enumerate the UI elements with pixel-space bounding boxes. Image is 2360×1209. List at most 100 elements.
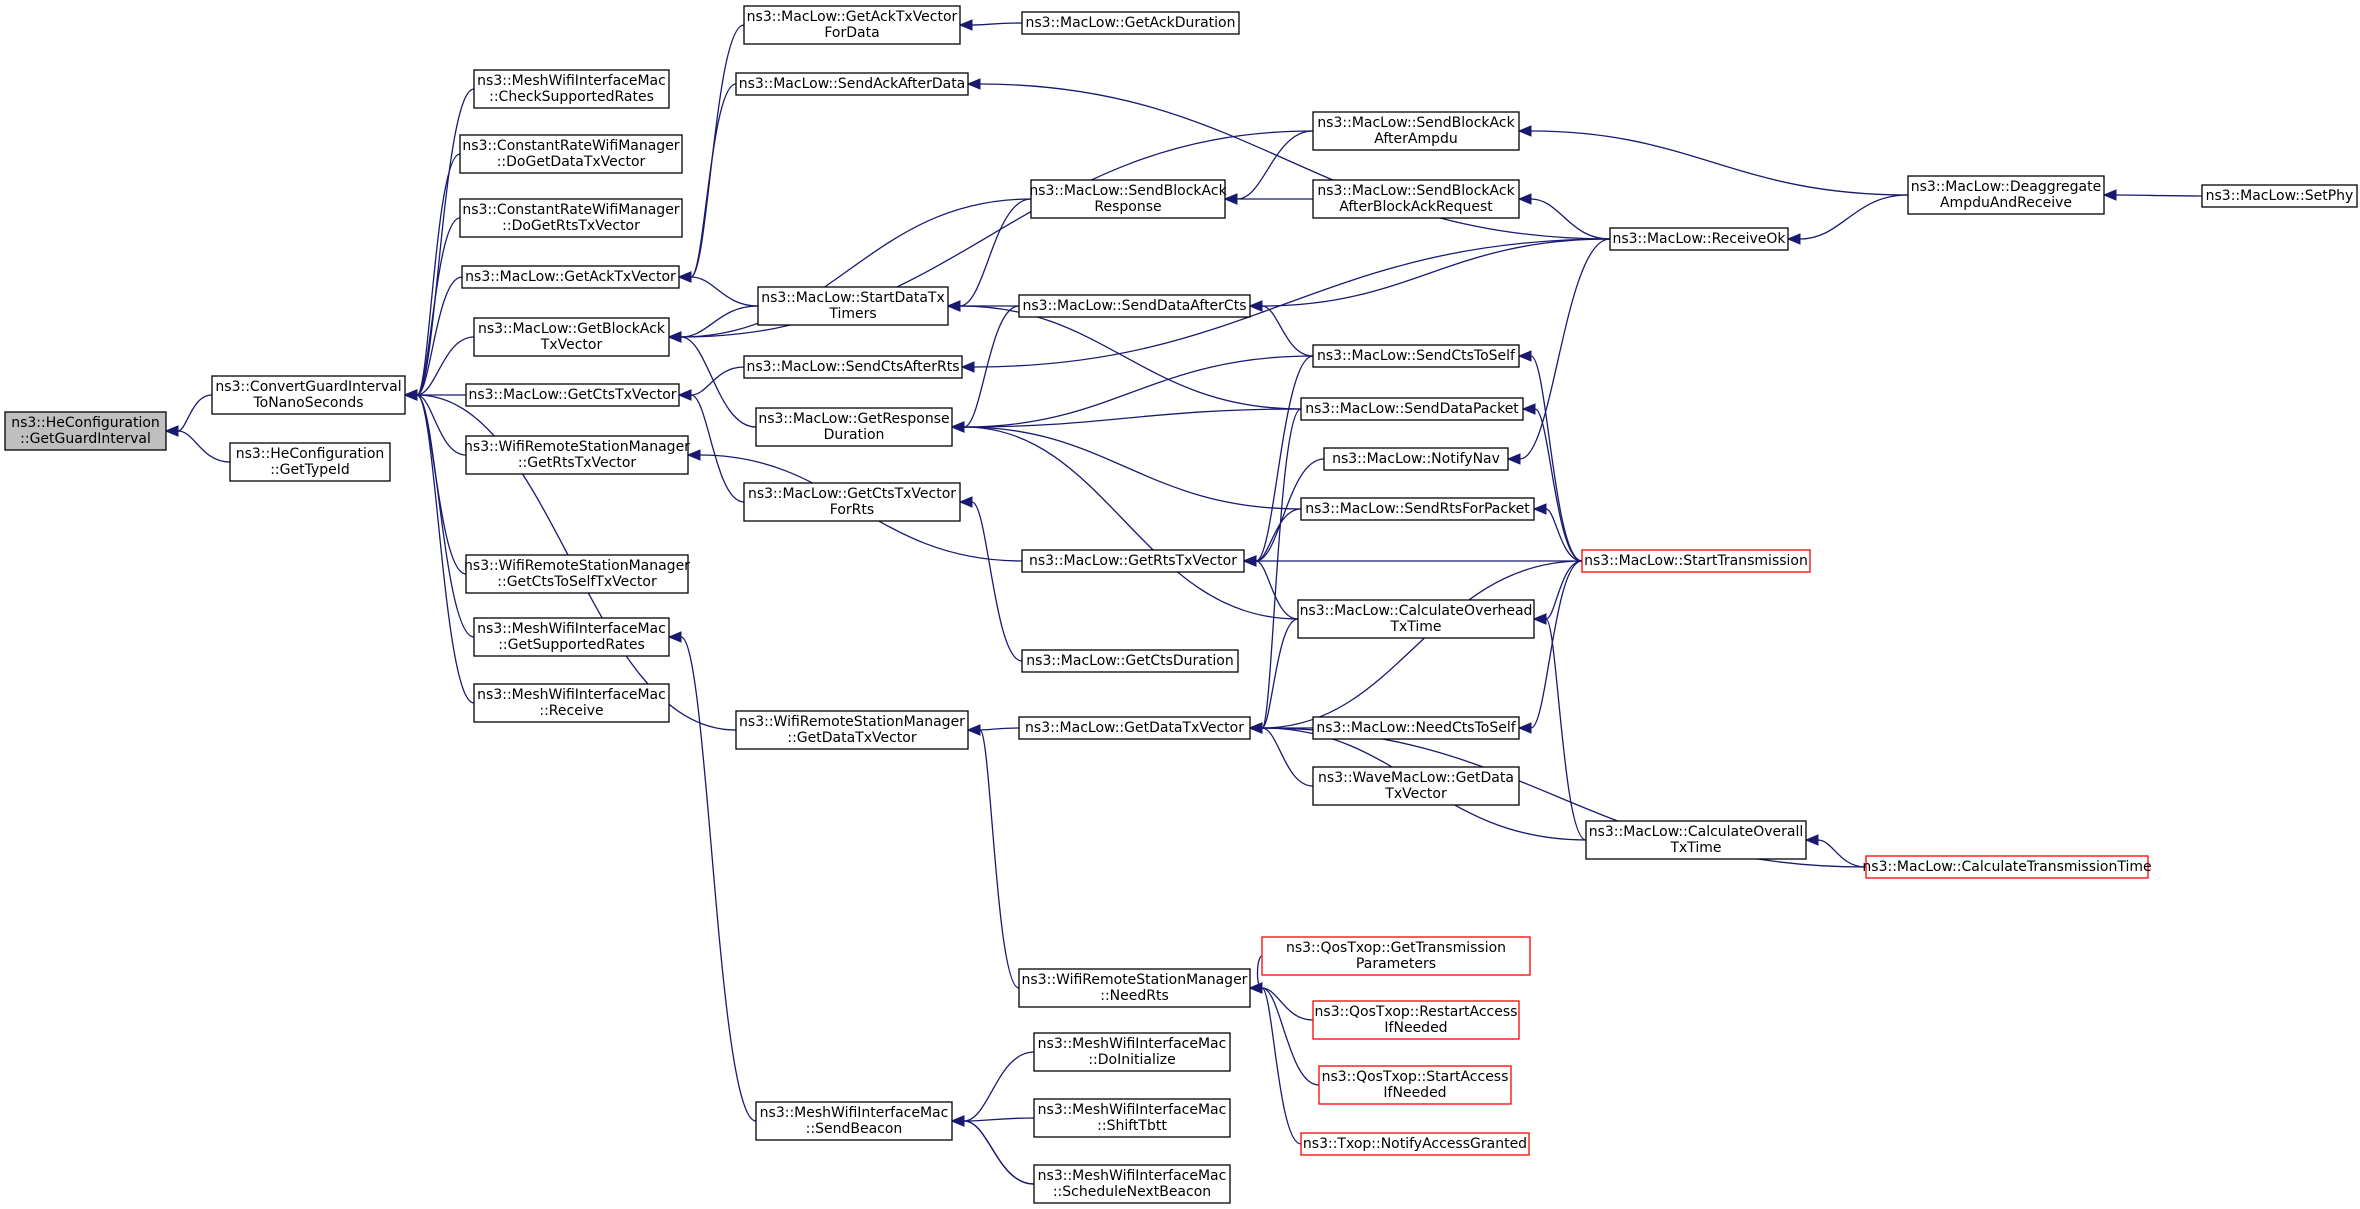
node-getCtsTx[interactable]: ns3::MacLow::GetCtsTxVector (465, 383, 680, 407)
node-label-ctsForRts-line-0: ns3::MacLow::GetCtsTxVector (748, 486, 956, 502)
arrowhead-sendCtsToSelf-to-sendDataAfterCts (1248, 300, 1263, 312)
node-calcTransTime[interactable]: ns3::MacLow::CalculateTransmissionTime (1862, 855, 2152, 879)
node-box-sendCtsToSelf (1312, 344, 1520, 368)
node-box-qosStart (1318, 1065, 1512, 1105)
node-label-meshShift-line-1: ::ShiftTbtt (1097, 1118, 1167, 1134)
arrowhead-receiveOk-to-sendCtsAfterRts (960, 361, 975, 373)
node-startTrans[interactable]: ns3::MacLow::StartTransmission (1581, 549, 1811, 573)
node-label-qosStart-line-1: IfNeeded (1383, 1085, 1446, 1101)
node-setPhy[interactable]: ns3::MacLow::SetPhy (2201, 184, 2358, 208)
node-meshRecv[interactable]: ns3::MeshWifiInterfaceMac::Receive (473, 683, 670, 723)
node-meshSupp[interactable]: ns3::MeshWifiInterfaceMac::GetSupportedR… (473, 617, 670, 657)
edge-sendBAResp-to-getBlockAck (680, 198, 1032, 338)
arrowhead-wrsmData-to-conv (403, 389, 418, 401)
node-box-wrsmRts (465, 435, 689, 475)
node-meshShift[interactable]: ns3::MeshWifiInterfaceMac::ShiftTbtt (1033, 1098, 1231, 1138)
node-getCtsDur[interactable]: ns3::MacLow::GetCtsDuration (1021, 649, 1239, 673)
node-wrsmRts[interactable]: ns3::WifiRemoteStationManager::GetRtsTxV… (464, 435, 690, 475)
node-box-needCts (1312, 716, 1520, 740)
node-label-meshSupp-line-0: ns3::MeshWifiInterfaceMac (477, 621, 666, 637)
node-label-deaggr-line-1: AmpduAndReceive (1940, 195, 2072, 211)
arrowhead-startTrans-to-sendDataPacket (1521, 403, 1536, 415)
node-getRtsTx[interactable]: ns3::MacLow::GetRtsTxVector (1021, 549, 1245, 573)
arrowhead-startTrans-to-needCts (1517, 722, 1532, 734)
edge-receiveOk-to-sendCtsAfterRts (973, 238, 1611, 368)
node-label-startDataTx-line-1: Timers (828, 306, 876, 322)
node-root[interactable]: ns3::HeConfiguration::GetGuardInterval (4, 411, 167, 451)
node-getAckDur[interactable]: ns3::MacLow::GetAckDuration (1021, 11, 1240, 35)
edge-wrsmRts-to-conv (416, 394, 467, 456)
node-getDataTx[interactable]: ns3::MacLow::GetDataTxVector (1018, 716, 1251, 740)
node-label-sendCtsToSelf-line-0: ns3::MacLow::SendCtsToSelf (1317, 348, 1516, 364)
arrowhead-startTrans-to-getDataTx (1248, 722, 1263, 734)
node-needRts[interactable]: ns3::WifiRemoteStationManager::NeedRts (1018, 968, 1251, 1008)
node-label-ctsForRts-line-1: ForRts (830, 502, 874, 518)
node-box-qosGetTx (1261, 936, 1531, 976)
node-getTypeId[interactable]: ns3::HeConfiguration::GetTypeId (229, 442, 391, 482)
node-wrsmCts[interactable]: ns3::WifiRemoteStationManager::GetCtsToS… (464, 554, 690, 594)
node-meshBeacon[interactable]: ns3::MeshWifiInterfaceMac::SendBeacon (755, 1101, 953, 1141)
node-sendCtsAfterRts[interactable]: ns3::MacLow::SendCtsAfterRts (743, 355, 963, 379)
edge-sendBAAmpdu-to-sendBAResp (1236, 130, 1314, 200)
arrowhead-meshBeacon-to-meshSupp (667, 631, 682, 643)
node-crDoRts[interactable]: ns3::ConstantRateWifiManager::DoGetRtsTx… (459, 198, 683, 238)
node-label-getCtsDur-line-0: ns3::MacLow::GetCtsDuration (1026, 653, 1233, 669)
arrowhead-getRespDur-to-getBlockAck (667, 331, 682, 343)
node-box-startTrans (1581, 549, 1811, 573)
node-sendBAReq[interactable]: ns3::MacLow::SendBlockAckAfterBlockAckRe… (1312, 179, 1520, 219)
edge-calcTransTime-to-calcOverall (1817, 839, 1867, 868)
node-sendDataPacket[interactable]: ns3::MacLow::SendDataPacket (1300, 397, 1524, 421)
arrowhead-startDataTx-to-getAckTx (677, 271, 692, 283)
node-sendDataAfterCts[interactable]: ns3::MacLow::SendDataAfterCts (1018, 294, 1251, 318)
node-box-wrsmCts (465, 554, 689, 594)
node-sendCtsToSelf[interactable]: ns3::MacLow::SendCtsToSelf (1312, 344, 1520, 368)
node-label-conv-line-0: ns3::ConvertGuardInterval (215, 379, 401, 395)
node-sendAckAfter[interactable]: ns3::MacLow::SendAckAfterData (735, 72, 969, 96)
node-meshSched[interactable]: ns3::MeshWifiInterfaceMac::ScheduleNextB… (1033, 1164, 1231, 1204)
node-checkRates[interactable]: ns3::MeshWifiInterfaceMac::CheckSupporte… (473, 69, 670, 109)
node-label-calcOverhead-line-1: TxTime (1389, 619, 1441, 635)
node-txopNotify[interactable]: ns3::Txop::NotifyAccessGranted (1300, 1132, 1530, 1156)
node-label-meshDoInit-line-0: ns3::MeshWifiInterfaceMac (1038, 1036, 1227, 1052)
edge-getAckDur-to-ackForData (971, 22, 1023, 26)
node-label-wrsmData-line-0: ns3::WifiRemoteStationManager (739, 714, 965, 730)
arrowhead-deaggr-to-receiveOk (1786, 233, 1801, 245)
node-label-getCtsTx-line-0: ns3::MacLow::GetCtsTxVector (468, 387, 676, 403)
node-box-txopNotify (1300, 1132, 1530, 1156)
node-notifyNav[interactable]: ns3::MacLow::NotifyNav (1323, 447, 1509, 471)
node-crDoData[interactable]: ns3::ConstantRateWifiManager::DoGetDataT… (459, 134, 683, 174)
node-label-sendBAAmpdu-line-0: ns3::MacLow::SendBlockAck (1317, 115, 1515, 131)
node-waveGetData[interactable]: ns3::WaveMacLow::GetDataTxVector (1312, 766, 1520, 806)
arrowhead-getTypeId-to-root (164, 425, 179, 437)
node-sendRtsPkt[interactable]: ns3::MacLow::SendRtsForPacket (1300, 497, 1535, 521)
node-receiveOk[interactable]: ns3::MacLow::ReceiveOk (1609, 227, 1789, 251)
node-meshDoInit[interactable]: ns3::MeshWifiInterfaceMac::DoInitialize (1033, 1032, 1231, 1072)
edge-getDataTx-to-wrsmData (979, 727, 1020, 731)
edge-checkRates-to-conv (416, 88, 475, 396)
node-needCts[interactable]: ns3::MacLow::NeedCtsToSelf (1312, 716, 1520, 740)
edge-ackForData-to-getAckTx (690, 24, 745, 278)
node-label-notifyNav-line-0: ns3::MacLow::NotifyNav (1332, 451, 1500, 467)
edge-sendDataAfterCts-to-getRespDur (963, 305, 1020, 428)
edge-qosStart-to-needRts (1261, 987, 1320, 1086)
node-wrsmData[interactable]: ns3::WifiRemoteStationManager::GetDataTx… (735, 710, 969, 750)
node-box-sendRtsPkt (1300, 497, 1535, 521)
node-label-calcOverall-line-1: TxTime (1669, 840, 1721, 856)
node-label-wrsmCts-line-0: ns3::WifiRemoteStationManager (464, 558, 690, 574)
node-getAckTx[interactable]: ns3::MacLow::GetAckTxVector (461, 265, 680, 289)
node-box-meshBeacon (755, 1101, 953, 1141)
